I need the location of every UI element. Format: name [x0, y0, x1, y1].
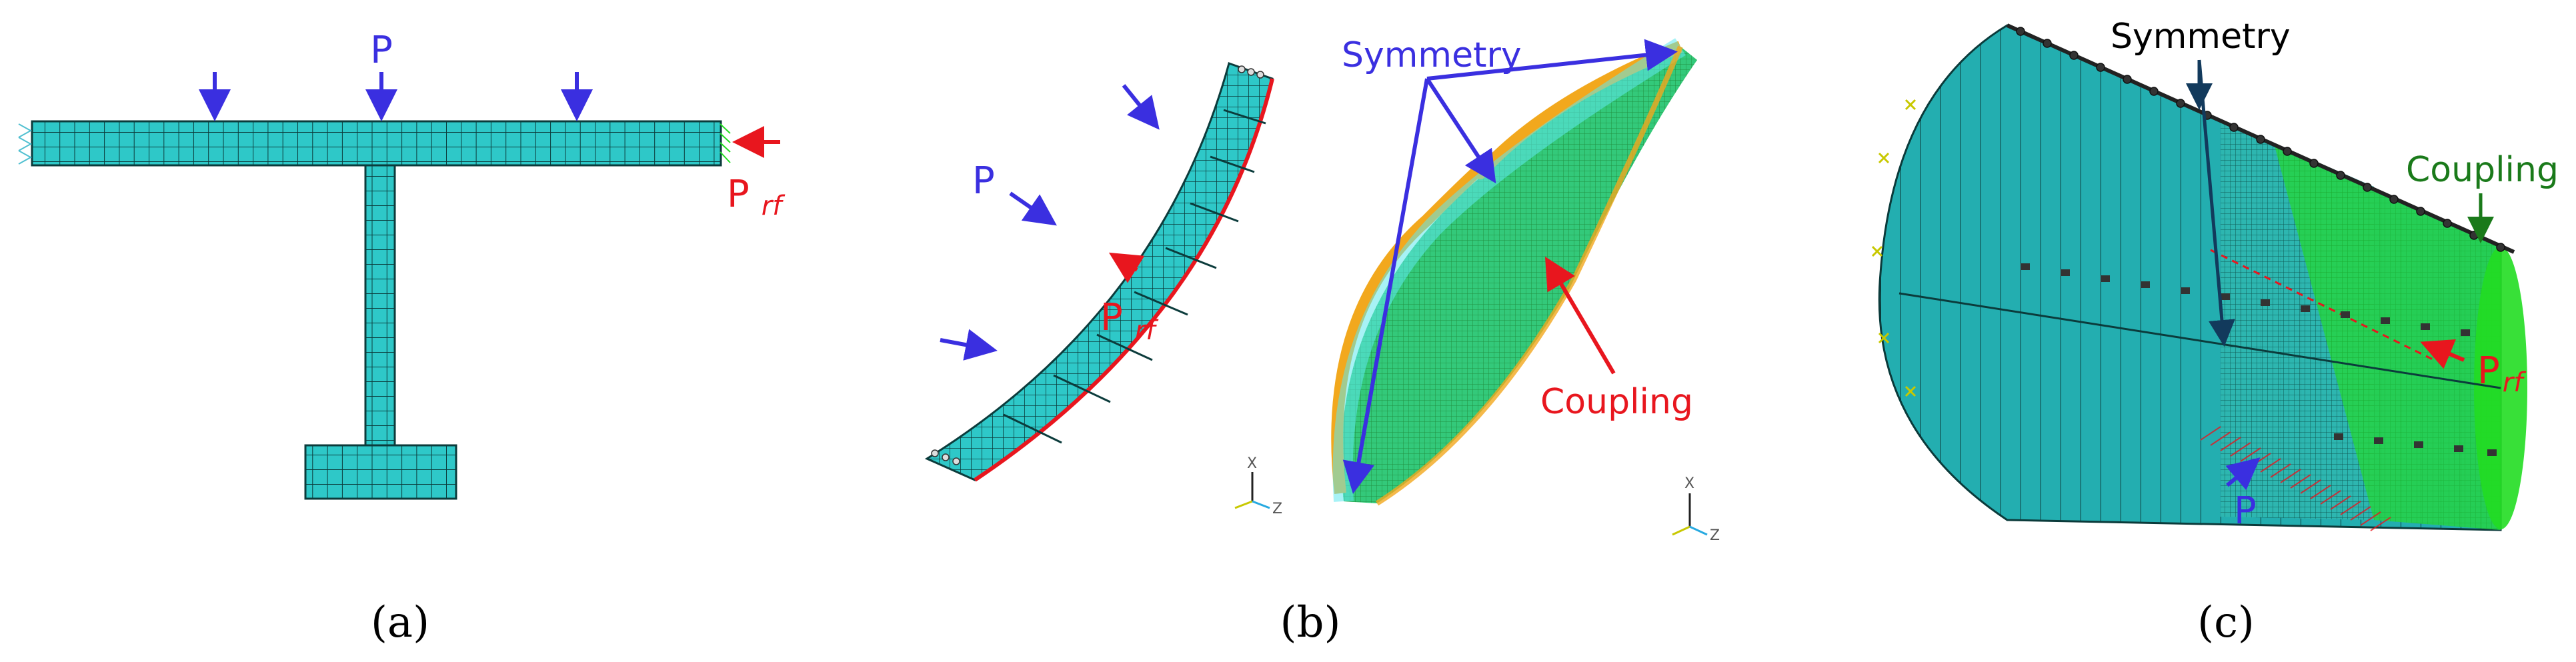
caption-a: (a) [371, 598, 429, 647]
mid-symmetry-supports-icon [2021, 263, 2470, 336]
symmetry-label-c: Symmetry [2111, 17, 2291, 57]
rf-label-a-main: P [727, 173, 750, 216]
coupling-arrow-b [1544, 256, 1616, 375]
load-arrow-b1 [1122, 84, 1160, 130]
axis-triad-1-icon: X Z [1234, 455, 1282, 517]
symmetry-shell-model [1331, 38, 1697, 506]
rf-label-c-main: P [2477, 349, 2500, 393]
segment-end-supports-icon [931, 65, 1264, 465]
rf-label-a-sub: rf [762, 191, 786, 221]
curved-shell-segment [924, 62, 1274, 482]
rf-label-b-main: P [1100, 296, 1123, 339]
load-label-c: P [2234, 489, 2257, 533]
caption-c: (c) [2197, 598, 2255, 647]
right-coupling-icon [720, 123, 731, 163]
segment-radial-lines [1003, 109, 1266, 444]
top-symmetry-supports-icon [2006, 23, 2515, 254]
t-beam-base [304, 444, 457, 500]
t-beam-flange [31, 120, 722, 167]
coupling-label-b: Coupling [1540, 382, 1693, 422]
coupling-label-c: Coupling [2406, 150, 2559, 190]
symmetry-arrows-b [1342, 39, 1678, 494]
pressure-hatching [2200, 426, 2391, 531]
left-support-icon [18, 123, 33, 165]
t-beam-web [364, 164, 396, 447]
caption-b: (b) [1280, 598, 1341, 647]
axis-triad-2-icon: X Z [1672, 475, 1720, 544]
symmetry-arrows-c [2186, 59, 2235, 347]
bottom-supports-icon [2334, 433, 2497, 456]
cylinder-model [1878, 24, 2527, 531]
axis-z-label-1: Z [1272, 501, 1282, 517]
axis-z-label-2: Z [1710, 527, 1720, 544]
load-arrow-c [2225, 457, 2261, 491]
load-arrow-b3 [940, 329, 998, 361]
load-label-a: P [370, 29, 393, 72]
left-fixings-icon [1871, 99, 1916, 397]
rf-arrow-b [1108, 252, 1145, 283]
load-label-b: P [972, 159, 995, 203]
axis-x-label-2: X [1684, 475, 1694, 492]
axis-x-label-1: X [1247, 455, 1257, 472]
rf-label-b-sub: rf [1135, 315, 1159, 346]
symmetry-label-b: Symmetry [1342, 35, 1522, 75]
load-arrow-b2 [1009, 191, 1057, 226]
rf-arrow-c [2420, 339, 2465, 369]
rf-label-c-sub: rf [2503, 367, 2527, 398]
